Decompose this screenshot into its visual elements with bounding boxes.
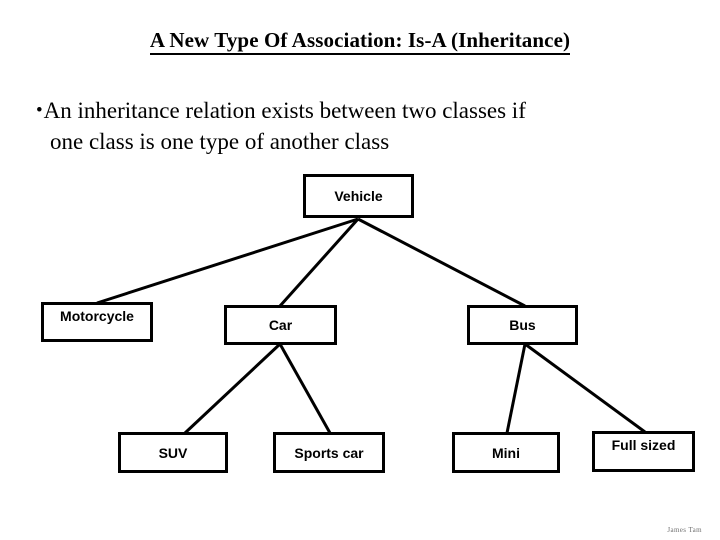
page-title: A New Type Of Association: Is-A (Inherit…: [0, 28, 720, 55]
bullet-text-line-1: An inheritance relation exists between t…: [43, 98, 526, 123]
bullet-item: •An inheritance relation exists between …: [36, 96, 676, 157]
class-node-motorcycle[interactable]: Motorcycle: [41, 302, 153, 342]
class-node-sportscar[interactable]: Sports car: [273, 432, 385, 473]
author-credit: James Tam: [667, 526, 702, 534]
page-title-text: A New Type Of Association: Is-A (Inherit…: [149, 28, 571, 55]
bullet-marker-icon: •: [36, 100, 43, 121]
class-node-bus[interactable]: Bus: [467, 305, 578, 345]
class-node-suv[interactable]: SUV: [118, 432, 228, 473]
edge-bus-to-fullsized: [524, 342, 646, 434]
bullet-list: •An inheritance relation exists between …: [36, 96, 676, 157]
edge-bus-to-mini: [505, 343, 527, 434]
bullet-text-line-2: one class is one type of another class: [50, 128, 390, 154]
class-node-label: Mini: [492, 444, 520, 461]
class-node-fullsized[interactable]: Full sized: [592, 431, 695, 472]
class-node-label: Vehicle: [334, 188, 383, 204]
class-node-mini[interactable]: Mini: [452, 432, 560, 473]
class-node-label: Full sized: [611, 437, 676, 453]
class-node-label: Sports car: [294, 444, 364, 461]
class-node-vehicle[interactable]: Vehicle: [303, 174, 414, 218]
edge-vehicle-to-motorcycle: [96, 217, 359, 305]
class-node-label: Car: [268, 317, 293, 333]
edge-vehicle-to-bus: [357, 217, 526, 308]
class-node-car[interactable]: Car: [224, 305, 337, 345]
class-node-label: SUV: [158, 444, 188, 461]
edge-vehicle-to-car: [278, 217, 360, 308]
edge-car-to-suv: [183, 342, 282, 435]
edge-car-to-sportscar: [278, 343, 332, 434]
class-node-label: Motorcycle: [60, 308, 134, 324]
class-node-label: Bus: [509, 317, 536, 333]
